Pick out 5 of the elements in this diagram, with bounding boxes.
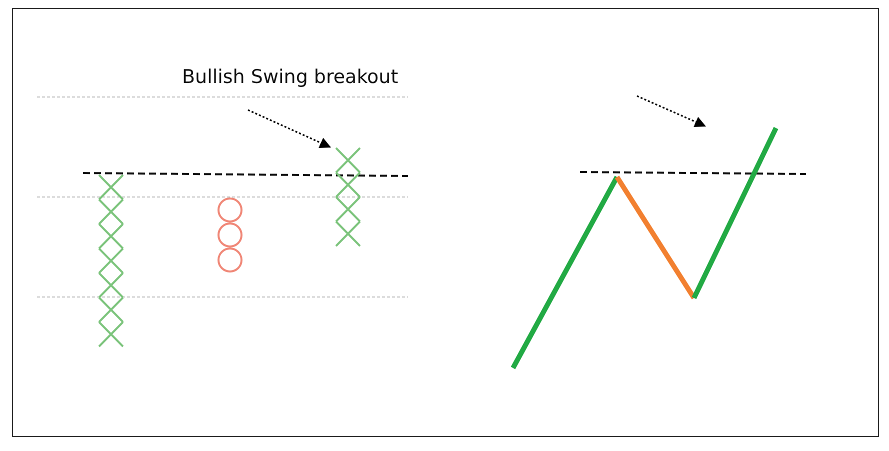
price-line <box>692 126 778 300</box>
leader-arrow <box>636 95 706 128</box>
leader-arrow <box>248 109 332 148</box>
x-column-drawing <box>335 147 361 247</box>
callout-text: Bullish Swing breakout <box>182 66 398 88</box>
